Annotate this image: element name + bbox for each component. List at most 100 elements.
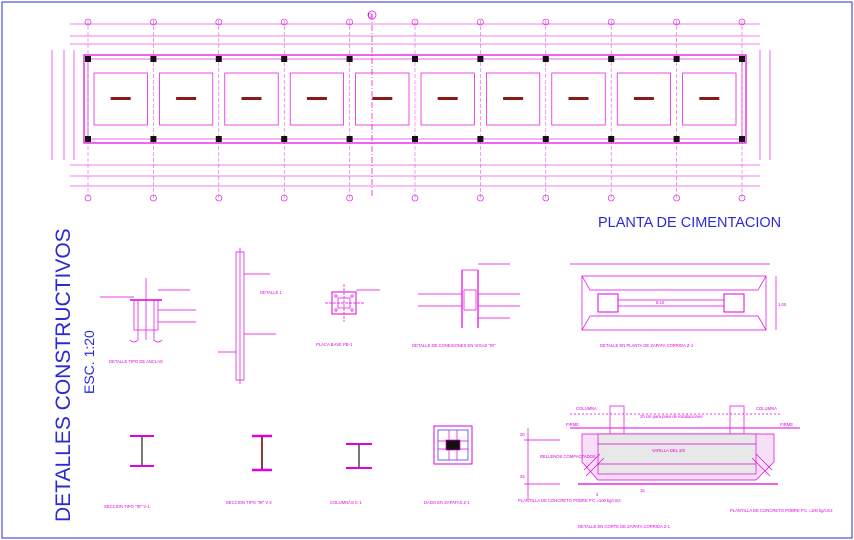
svg-text:PLANTILLA DE CONCRETO POBRE F': PLANTILLA DE CONCRETO POBRE F'C =100 kg/… <box>730 508 833 513</box>
axis-bubble <box>411 194 419 202</box>
axis-bubble <box>542 194 550 202</box>
svg-text:FIRME: FIRME <box>780 422 793 427</box>
bay-mark <box>503 97 524 100</box>
plan-bay <box>224 72 279 126</box>
column-mark <box>412 56 418 62</box>
caption-zapata-planta: DETALLE EN PLANTA DE ZAPATA CORRIDA Z-1 <box>600 343 694 348</box>
column-mark <box>281 56 288 62</box>
axis-bubble <box>673 18 680 26</box>
axis-bubble <box>738 194 746 202</box>
section-title: DETALLES CONSTRUCTIVOS <box>52 228 75 522</box>
svg-text:RELLENOS COMPACTADOS: RELLENOS COMPACTADOS <box>540 454 596 459</box>
column-mark <box>477 56 484 62</box>
axis-bubble <box>673 194 680 202</box>
caption-columnas: COLUMNAS C-1 <box>330 500 362 505</box>
svg-text:25: 25 <box>520 474 525 479</box>
column-mark <box>739 56 745 62</box>
axis-bubble <box>607 18 615 26</box>
caption-dado: DADO EN ZAPATAS Z-1 <box>424 500 471 505</box>
plan-bay <box>616 72 671 126</box>
plan-title: PLANTA DE CIMENTACION <box>598 215 781 231</box>
column-mark <box>477 136 484 142</box>
column-mark <box>542 56 549 62</box>
plan-bay <box>289 72 344 126</box>
axis-bubble <box>215 194 223 202</box>
plan-bay <box>159 72 214 126</box>
svg-text:FIRME: FIRME <box>566 422 579 427</box>
bay-mark <box>372 97 393 100</box>
column-mark <box>346 56 353 62</box>
svg-text:20 cm para paso de instalacion: 20 cm para paso de instalaciones <box>640 414 702 419</box>
axis-bubble <box>738 18 746 26</box>
axis-bubble <box>607 194 615 202</box>
axis-bubble <box>346 18 353 26</box>
svg-text:COLUMNA: COLUMNA <box>756 406 777 411</box>
svg-text:COLUMNA: COLUMNA <box>576 406 597 411</box>
column-mark <box>85 136 91 142</box>
section-columnas <box>346 443 372 469</box>
plan-bay <box>420 72 475 126</box>
foundation-plan <box>51 10 771 202</box>
axis-bubble <box>477 194 484 202</box>
column-mark <box>673 56 680 62</box>
bay-mark <box>176 97 197 100</box>
plan-bay <box>355 72 410 126</box>
plan-bay <box>682 72 737 126</box>
scale-label: ESC. 1:20 <box>81 330 97 394</box>
axis-bubble <box>84 194 92 202</box>
axis-bubble <box>280 194 288 202</box>
column-mark <box>739 136 745 142</box>
column-mark <box>85 56 91 62</box>
caption-v1: SECCION TIPO "IR" V-1 <box>104 504 150 509</box>
column-mark <box>215 56 222 62</box>
corte-labels: COLUMNA COLUMNA 20 cm para paso de insta… <box>518 406 833 513</box>
detail-zapata-planta <box>570 263 777 331</box>
plan-bay <box>93 72 148 126</box>
caption-anclas: DETALLE TIPO DE ANCLAS <box>109 359 163 364</box>
caption-corte-zapata: DETALLE EN CORTE DE ZAPATA CORRIDA Z-1 <box>578 524 671 529</box>
axis-bubble <box>150 18 157 26</box>
axis-bubble <box>280 18 288 26</box>
bay-mark <box>110 97 131 100</box>
caption-placa-base: PLACA BASE PB-1 <box>316 342 353 347</box>
column-mark <box>673 136 680 142</box>
zapata-width: 6.10 <box>656 300 665 305</box>
plan-bay <box>486 72 541 126</box>
svg-text:20: 20 <box>520 432 525 437</box>
bay-mark <box>699 97 720 100</box>
column-mark <box>346 136 353 142</box>
axis-label: D <box>368 14 373 20</box>
column-mark <box>412 136 418 142</box>
caption-conexiones: DETALLE DE CONEXIONES EN VIGAS "IR" <box>412 343 496 348</box>
plan-bay <box>551 72 606 126</box>
bay-mark <box>633 97 654 100</box>
svg-text:PLANTILLA DE CONCRETO POBRE F': PLANTILLA DE CONCRETO POBRE F'C =100 kg/… <box>518 498 621 503</box>
detail-anclas <box>100 278 196 343</box>
column-mark <box>215 136 222 142</box>
bay-mark <box>306 97 327 100</box>
section-v1 <box>130 435 154 467</box>
column-mark <box>542 136 549 142</box>
detail-conexiones <box>418 263 520 328</box>
axis-bubble <box>84 18 92 26</box>
svg-text:4: 4 <box>596 492 599 497</box>
column-mark <box>608 56 615 62</box>
bay-mark <box>568 97 589 100</box>
detail-corte-zapata <box>524 405 800 500</box>
column-mark <box>281 136 288 142</box>
detail-dado <box>433 425 473 465</box>
axis-bubble <box>346 194 353 202</box>
axis-bubble <box>477 18 484 26</box>
column-mark <box>150 56 157 62</box>
column-mark <box>150 136 157 142</box>
bay-mark <box>241 97 262 100</box>
svg-text:15: 15 <box>640 488 645 493</box>
caption-detalle-1: DETALLE 1 <box>260 290 282 295</box>
zapata-height: 1.00 <box>778 302 787 307</box>
caption-v2: SECCION TIPO "IR" V-2 <box>226 500 272 505</box>
axis-bubble <box>215 18 223 26</box>
svg-text:VARILLA DEL 3/8: VARILLA DEL 3/8 <box>652 448 685 453</box>
section-v2 <box>252 434 272 472</box>
